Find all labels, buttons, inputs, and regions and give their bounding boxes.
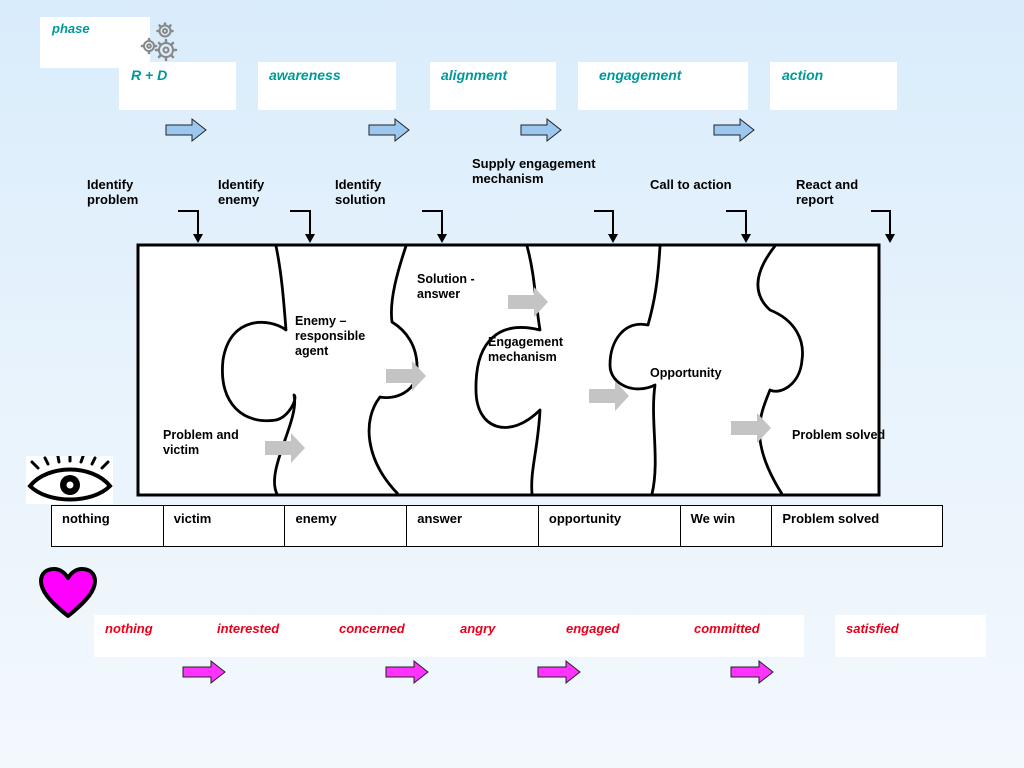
emotion-interested: interested [217, 621, 280, 636]
table-cell: enemy [285, 506, 408, 546]
table-cell: victim [164, 506, 286, 546]
magenta-arrow-icon [385, 660, 429, 684]
emotion-arrows [182, 660, 774, 684]
magenta-arrow-icon [537, 660, 581, 684]
heart-icon [39, 567, 97, 618]
table-cell: opportunity [539, 506, 681, 546]
phase-header-box [40, 17, 150, 68]
phase-engagement-label: engagement [599, 67, 682, 83]
phase-rd-label: R + D [131, 67, 168, 83]
table-cell: answer [407, 506, 539, 546]
puzzle-diagram [136, 243, 881, 497]
eye-icon [27, 456, 113, 502]
puzzle-opportunity: Opportunity [650, 366, 722, 380]
emotion-nothing: nothing [105, 621, 153, 636]
emotion-committed: committed [694, 621, 760, 636]
emotion-row-box [94, 615, 804, 657]
magenta-arrow-icon [730, 660, 774, 684]
phase-box-awareness [258, 62, 396, 110]
magenta-arrow-icon [182, 660, 226, 684]
phase-box-engagement [578, 62, 748, 110]
step-identify-problem: Identify problem [87, 177, 139, 207]
step-identify-enemy: Identify enemy [218, 177, 265, 207]
step-arrows [178, 210, 895, 243]
step-supply-engagement: Supply engagement mechanism [472, 156, 596, 186]
phase-awareness-label: awareness [269, 67, 341, 83]
step-call-to-action: Call to action [650, 177, 732, 192]
puzzle-enemy-agent: Enemy – responsible agent [295, 314, 366, 358]
puzzle-problem-solved: Problem solved [792, 428, 886, 442]
puzzle-problem-victim: Problem and victim [163, 428, 239, 457]
emotion-angry: angry [460, 621, 496, 636]
emotion-concerned: concerned [339, 621, 405, 636]
phase-action-label: action [782, 67, 824, 83]
gears-icon [140, 22, 178, 62]
table-cell: nothing [52, 506, 164, 546]
phase-box-action [770, 62, 897, 110]
puzzle-solution-answer: Solution - answer [417, 272, 475, 301]
phase-box-rd [119, 62, 236, 110]
phase-box-alignment [430, 62, 556, 110]
outcome-table: nothing victim enemy answer opportunity … [51, 505, 943, 547]
step-react-report: React and report [796, 177, 859, 207]
step-identify-solution: Identify solution [335, 177, 386, 207]
table-cell: We win [681, 506, 773, 546]
phase-label: phase [52, 21, 90, 36]
table-cell: Problem solved [782, 511, 880, 526]
puzzle-engagement-mechanism: Engagement mechanism [488, 335, 564, 364]
emotion-satisfied-box [835, 615, 986, 657]
phase-alignment-label: alignment [441, 67, 508, 83]
emotion-satisfied: satisfied [846, 621, 899, 636]
emotion-engaged: engaged [566, 621, 620, 636]
